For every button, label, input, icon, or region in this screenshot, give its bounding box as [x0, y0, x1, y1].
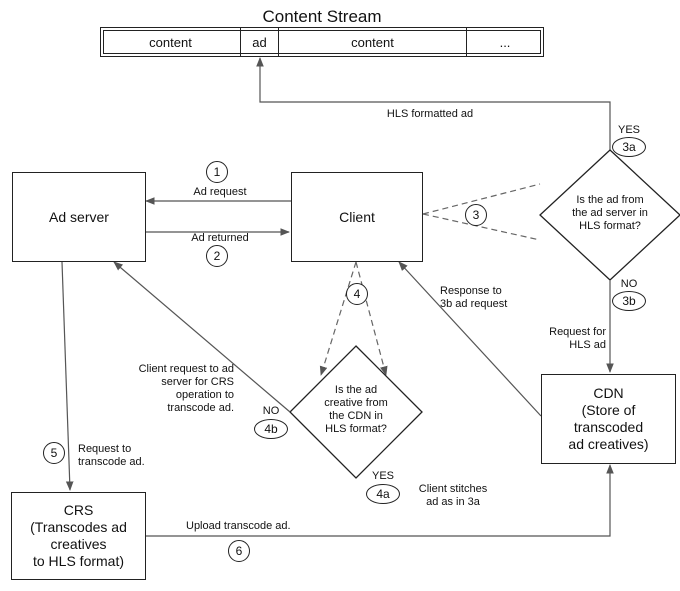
- client-label: Client: [339, 208, 375, 225]
- label-no-4b: NO: [262, 405, 280, 417]
- arrow-request-transcode: [61, 261, 74, 491]
- arrow-client-request-crs: [113, 261, 291, 413]
- label-client-stitches: Client stitches ad as in 3a: [418, 483, 488, 508]
- client-box: Client: [291, 172, 423, 262]
- step-badge-4a: 4a: [366, 484, 400, 504]
- step-badge-6: 6: [228, 540, 250, 562]
- label-hls-formatted-ad: HLS formatted ad: [386, 108, 474, 120]
- stream-segment-ad: ad: [241, 28, 279, 56]
- ad-server-label: Ad server: [49, 208, 109, 225]
- ad-server-box: Ad server: [12, 172, 146, 262]
- stream-segment-content: content: [101, 28, 241, 56]
- dashed-client-to-decision3-upper: [422, 183, 541, 215]
- decision3-text: Is the ad from the ad server in HLS form…: [572, 194, 648, 232]
- step-badge-4b: 4b: [254, 419, 288, 439]
- decision4-text: Is the ad creative from the CDN in HLS f…: [324, 384, 388, 435]
- step-badge-4: 4: [346, 283, 368, 305]
- step-badge-1: 1: [206, 161, 228, 183]
- arrow-response-3b: [398, 261, 542, 417]
- label-request-hls-ad: Request for HLS ad: [549, 326, 606, 351]
- label-upload-transcode: Upload transcode ad.: [186, 520, 291, 532]
- label-no-3b: NO: [620, 278, 638, 290]
- diagram-title: Content Stream: [262, 7, 382, 26]
- arrow-hls-formatted-ad: [256, 57, 611, 150]
- content-stream-bar: content ad content ...: [100, 27, 544, 57]
- crs-box: CRS (Transcodes ad creatives to HLS form…: [11, 492, 146, 580]
- label-client-request-crs: Client request to ad server for CRS oper…: [138, 363, 234, 414]
- crs-label: CRS (Transcodes ad creatives to HLS form…: [30, 502, 127, 569]
- label-yes-3a: YES: [617, 124, 640, 136]
- label-yes-4a: YES: [371, 470, 394, 482]
- arrow-upload-transcode: [146, 464, 614, 537]
- label-request-transcode: Request to transcode ad.: [78, 443, 145, 468]
- step-badge-3: 3: [465, 204, 487, 226]
- step-badge-2: 2: [206, 245, 228, 267]
- label-ad-request: Ad request: [193, 186, 247, 198]
- decision4-diamond: [289, 345, 423, 479]
- label-response-3b: Response to 3b ad request: [440, 285, 508, 310]
- step-badge-5: 5: [43, 442, 65, 464]
- cdn-label: CDN (Store of transcoded ad creatives): [568, 385, 649, 452]
- step-badge-3b: 3b: [612, 291, 646, 311]
- stream-segment-content: content: [279, 28, 467, 56]
- label-ad-returned: Ad returned: [191, 232, 249, 244]
- step-badge-3a: 3a: [612, 137, 646, 157]
- cdn-box: CDN (Store of transcoded ad creatives): [541, 374, 676, 464]
- stream-segment-more: ...: [499, 34, 511, 50]
